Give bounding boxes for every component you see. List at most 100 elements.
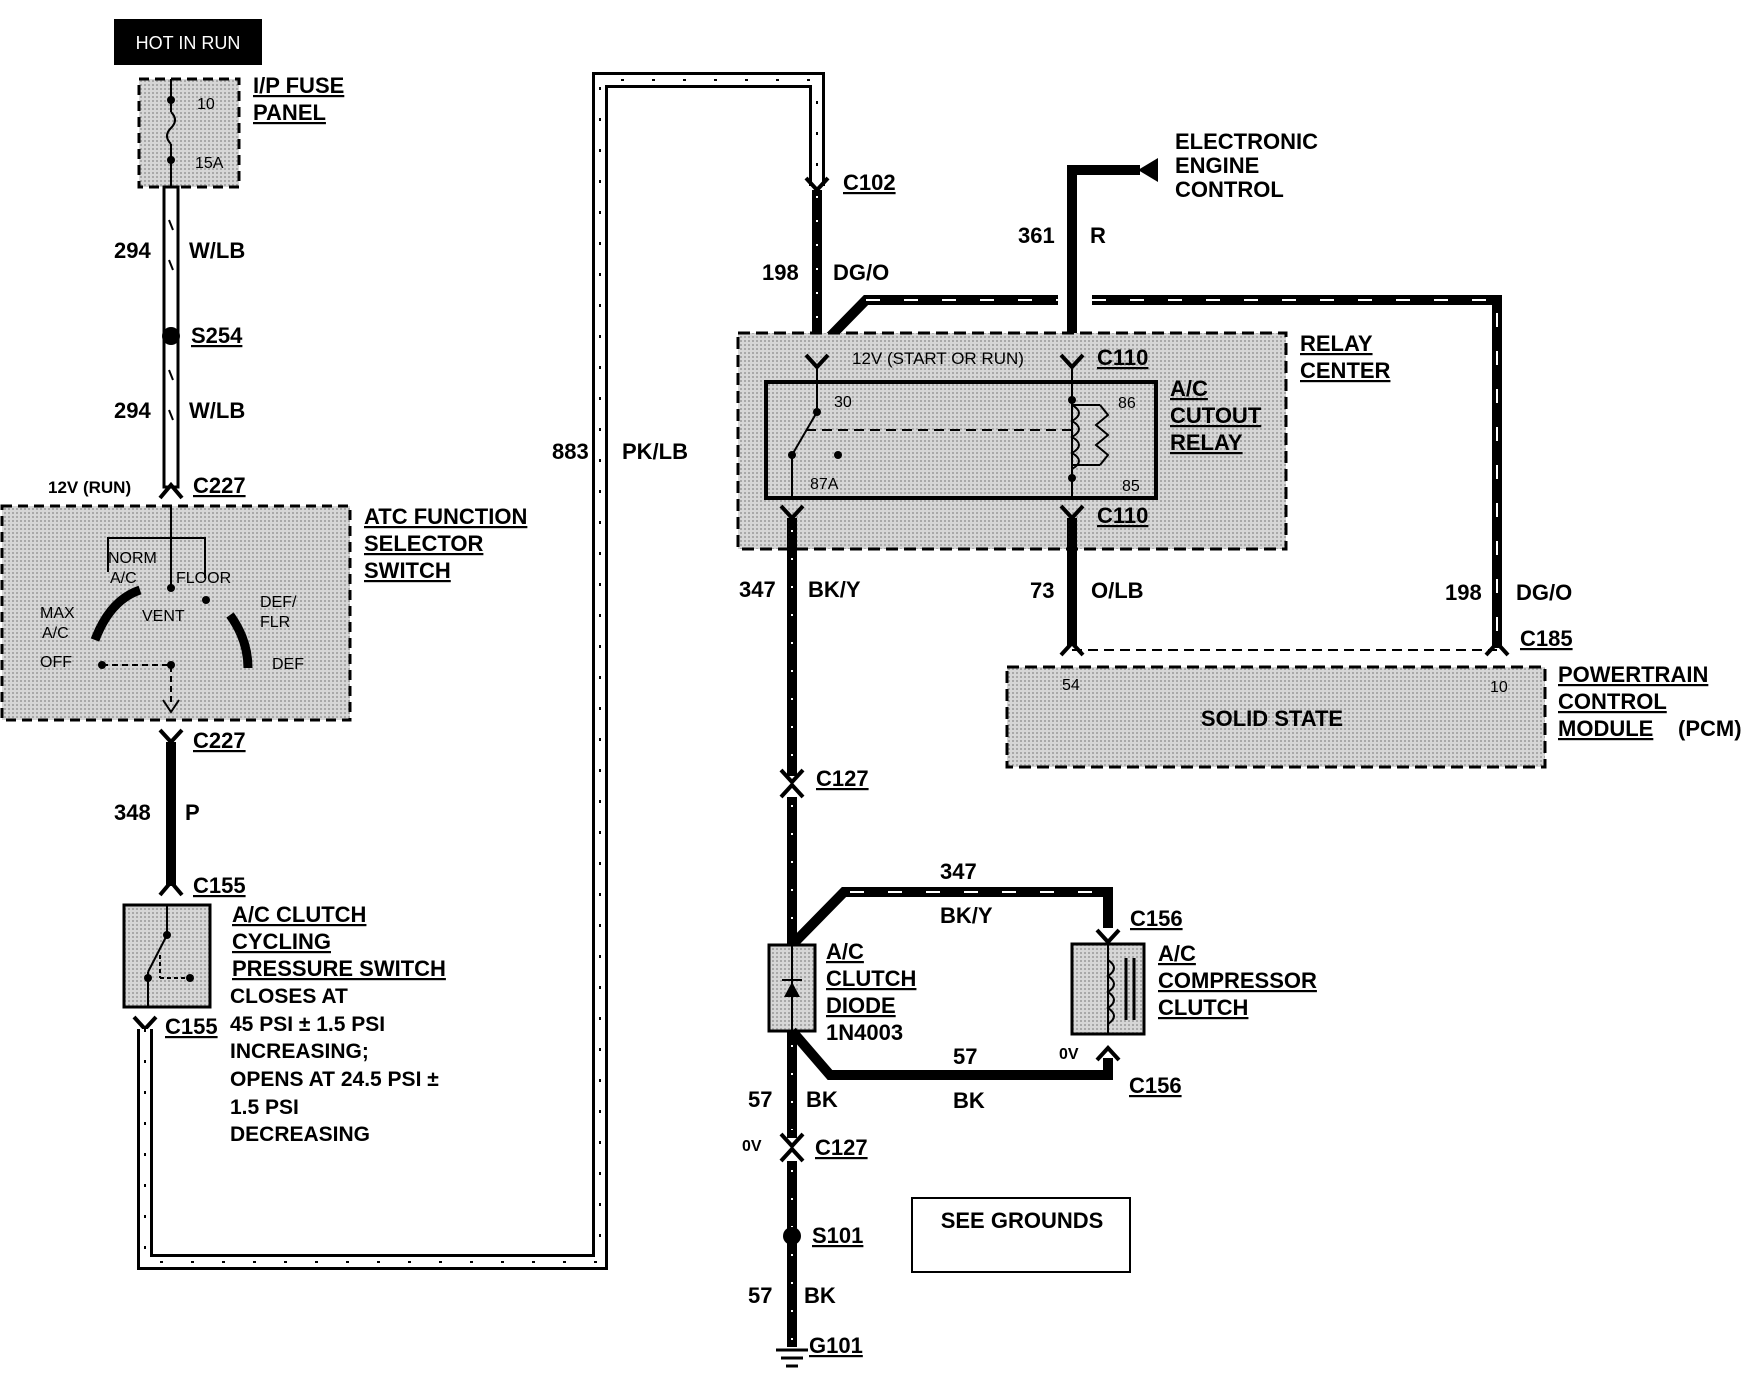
circuit-198-a: 198 xyxy=(762,260,799,285)
relay-pin-30: 30 xyxy=(834,394,852,411)
fuse-panel-title-1: I/P FUSE xyxy=(253,73,344,98)
switch-pos-floor: FLOOR xyxy=(176,570,231,587)
circuit-198-b: 198 xyxy=(1445,580,1482,605)
circuit-57-a: 57 xyxy=(748,1087,772,1112)
pcm-title-1: POWERTRAIN xyxy=(1558,662,1708,687)
connector-s101: S101 xyxy=(812,1223,863,1248)
atc-switch-title-3: SWITCH xyxy=(364,558,451,583)
circuit-73: 73 xyxy=(1030,578,1054,603)
relay-coil-icon xyxy=(1069,404,1080,470)
connector-c156-bottom: C156 xyxy=(1129,1073,1182,1098)
circuit-348-color: P xyxy=(185,800,200,825)
circuit-73-color: O/LB xyxy=(1091,578,1144,603)
connector-c155-top: C155 xyxy=(193,873,246,898)
connector-c156-top: C156 xyxy=(1130,906,1183,931)
voltage-0v-c127: 0V xyxy=(742,1138,762,1155)
circuit-294-b: 294 xyxy=(114,398,151,423)
switch-pos-norm: NORM xyxy=(108,550,157,567)
relay-label-1: A/C xyxy=(1170,376,1208,401)
connector-g101: G101 xyxy=(809,1333,863,1358)
connector-c227-top-icon xyxy=(158,481,184,500)
see-grounds-label: SEE GROUNDS xyxy=(941,1208,1104,1233)
ac-cutout-relay xyxy=(764,380,1158,500)
connector-c102: C102 xyxy=(843,170,896,195)
connector-c127-top: C127 xyxy=(816,766,869,791)
relay-label-2: CUTOUT xyxy=(1170,403,1262,428)
pressure-switch-desc-6: DECREASING xyxy=(230,1123,370,1146)
circuit-198-b-color: DG/O xyxy=(1516,580,1572,605)
splice-s101-icon xyxy=(783,1227,801,1245)
connector-c185: C185 xyxy=(1520,626,1573,651)
relay-pin-86: 86 xyxy=(1118,395,1136,412)
circuit-347-b-color: BK/Y xyxy=(940,903,993,928)
pressure-switch-desc-3: INCREASING; xyxy=(230,1040,369,1063)
switch-pos-max-ac: A/C xyxy=(42,625,69,642)
connector-c110-top: C110 xyxy=(1097,345,1148,370)
circuit-57-a-color: BK xyxy=(806,1087,838,1112)
ip-fuse-panel: 10 15A xyxy=(137,77,241,189)
relay-center-title-2: CENTER xyxy=(1300,358,1391,383)
pcm-body-label: SOLID STATE xyxy=(1201,706,1343,731)
diode-label-3: DIODE xyxy=(826,993,896,1018)
ground-icon xyxy=(776,1348,808,1368)
connector-c155-top-icon xyxy=(158,878,184,897)
connector-c110-bottom: C110 xyxy=(1097,503,1148,528)
resistor-icon xyxy=(1094,404,1110,466)
circuit-883-color: PK/LB xyxy=(622,439,688,464)
powertrain-control-module: 54 10 SOLID STATE xyxy=(1005,665,1547,769)
switch-pos-def-flr: DEF/ xyxy=(260,594,297,611)
relay-center: 12V (START OR RUN) C110 30 86 87A 85 A/C… xyxy=(736,331,1288,551)
switch-pos-flr: FLR xyxy=(260,614,290,631)
pressure-switch-title-1: A/C CLUTCH xyxy=(232,902,366,927)
circuit-883: 883 xyxy=(552,439,589,464)
switch-arc-right-icon xyxy=(226,612,253,669)
pcm-pin-54: 54 xyxy=(1062,677,1080,694)
connector-s254: S254 xyxy=(191,323,243,348)
circuit-294-b-color: W/LB xyxy=(189,398,245,423)
connector-c227-top: C227 xyxy=(193,473,246,498)
circuit-347-a: 347 xyxy=(739,577,776,602)
relay-label-3: RELAY xyxy=(1170,430,1243,455)
see-grounds-box: SEE GROUNDS xyxy=(911,1197,1131,1273)
eec-connector-icon xyxy=(1138,158,1158,182)
splice-s254-icon xyxy=(162,327,180,345)
pcm-title-4: (PCM) xyxy=(1678,716,1742,741)
pressure-switch-title-3: PRESSURE SWITCH xyxy=(232,956,446,981)
pcm-title-3: MODULE xyxy=(1558,716,1653,741)
voltage-12v-run: 12V (RUN) xyxy=(48,478,131,497)
hot-in-run-label: HOT IN RUN xyxy=(114,19,262,65)
wire-198-bus-right xyxy=(1092,295,1502,648)
pcm-title-2: CONTROL xyxy=(1558,689,1667,714)
ac-clutch-diode xyxy=(767,943,817,1033)
compressor-coil-icon xyxy=(1106,959,1115,1025)
switch-pos-off: OFF xyxy=(40,654,72,671)
relay-pin-87a: 87A xyxy=(810,476,839,493)
circuit-198-a-color: DG/O xyxy=(833,260,889,285)
diode-icon xyxy=(784,982,800,997)
eec-label-2: ENGINE xyxy=(1175,153,1259,178)
circuit-57-b: 57 xyxy=(953,1044,977,1069)
compressor-label-3: CLUTCH xyxy=(1158,995,1248,1020)
eec-label-1: ELECTRONIC xyxy=(1175,129,1318,154)
fuse-number: 10 xyxy=(197,96,215,113)
switch-pos-def: DEF xyxy=(272,656,304,673)
pressure-switch-title-2: CYCLING xyxy=(232,929,331,954)
svg-text:HOT IN RUN: HOT IN RUN xyxy=(136,33,241,53)
circuit-361-color: R xyxy=(1090,223,1106,248)
circuit-57-c: 57 xyxy=(748,1283,772,1308)
circuit-361: 361 xyxy=(1018,223,1055,248)
fuse-icon xyxy=(166,111,176,145)
connector-c227-bottom-icon xyxy=(158,728,184,745)
connector-c127-bottom: C127 xyxy=(815,1135,868,1160)
diode-label-1: A/C xyxy=(826,939,864,964)
connector-c155-bottom-icon xyxy=(132,1015,158,1032)
diode-label-2: CLUTCH xyxy=(826,966,916,991)
connector-c227-bottom: C227 xyxy=(193,728,246,753)
switch-arc-left-icon xyxy=(90,585,142,642)
relay-pin-85: 85 xyxy=(1122,478,1140,495)
diode-label-4: 1N4003 xyxy=(826,1020,903,1045)
pcm-pin-10: 10 xyxy=(1490,679,1508,696)
circuit-347-b: 347 xyxy=(940,859,977,884)
switch-pos-vent: VENT xyxy=(142,608,185,625)
circuit-347-a-color: BK/Y xyxy=(808,577,861,602)
